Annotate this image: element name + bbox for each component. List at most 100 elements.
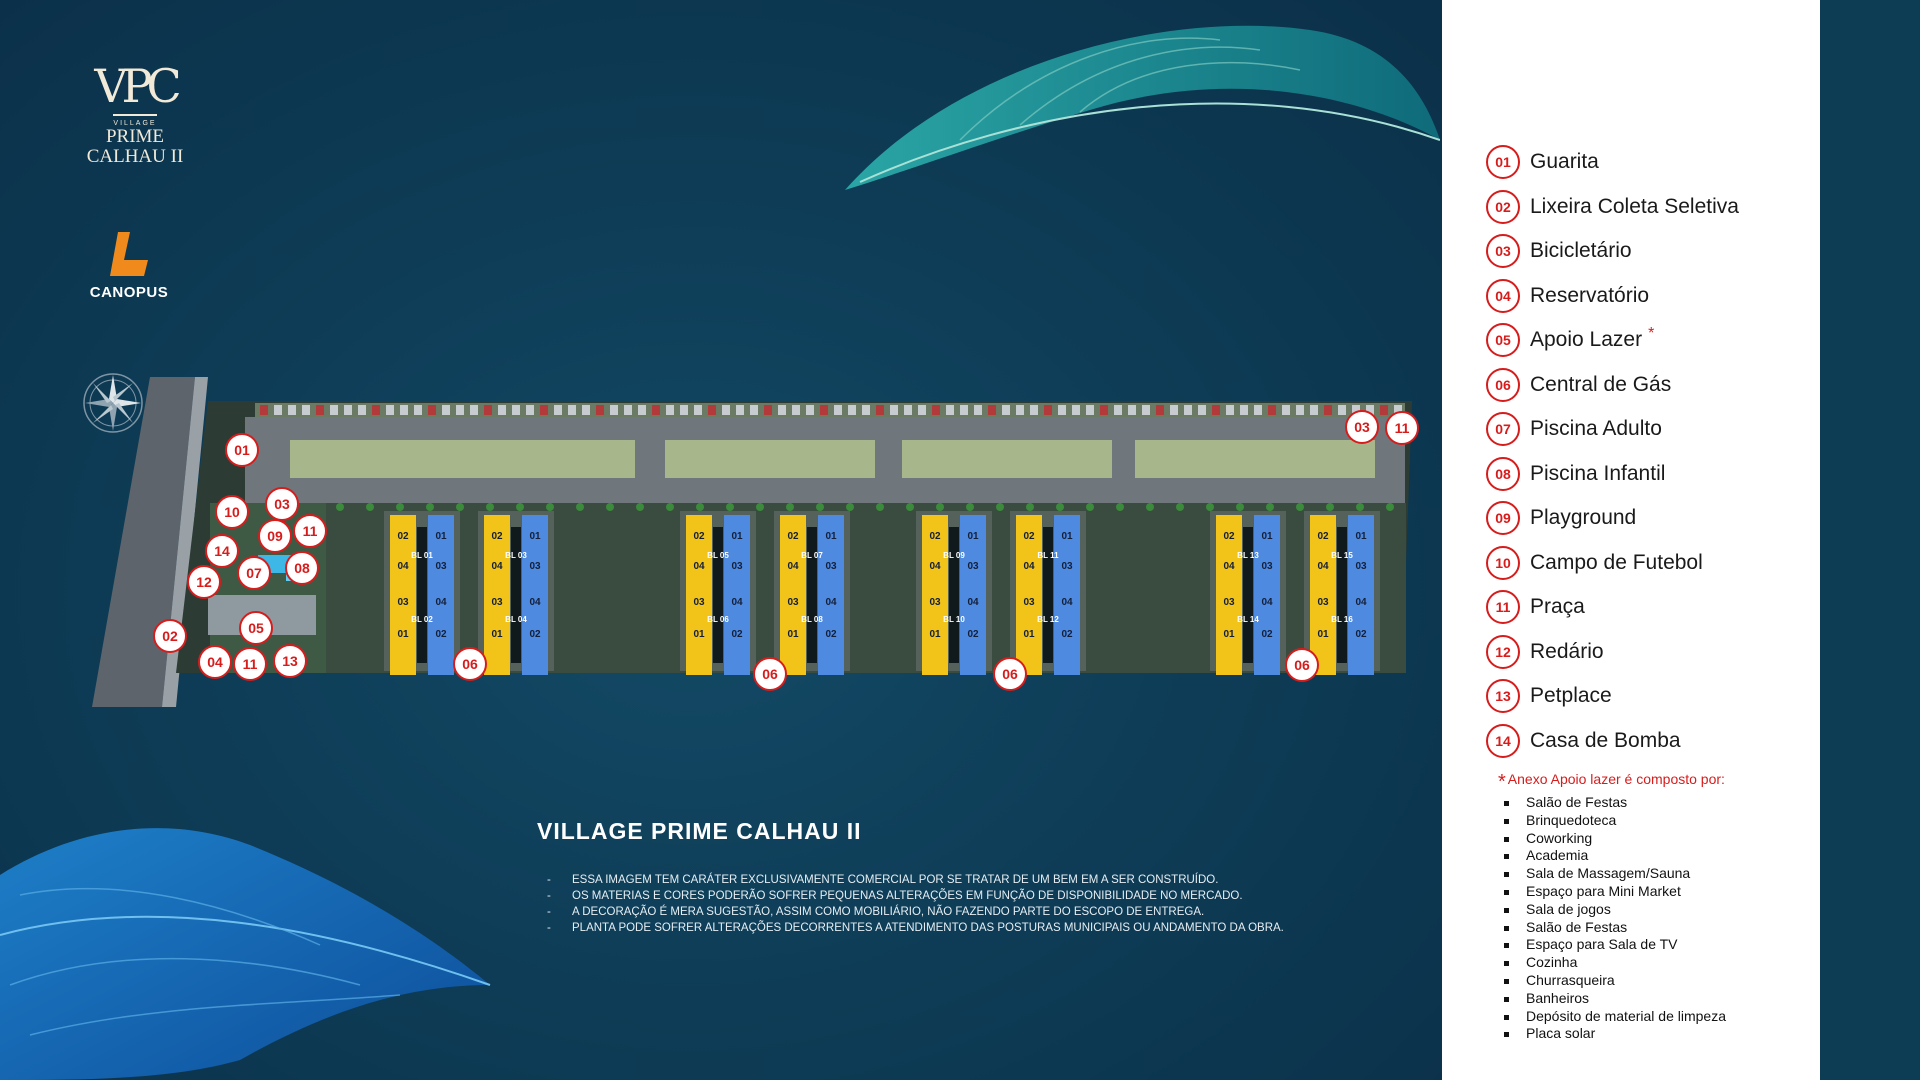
parked-car xyxy=(1268,405,1276,415)
tree xyxy=(876,503,884,511)
parked-car xyxy=(344,405,352,415)
legend-number: 11 xyxy=(1486,590,1520,625)
apartment-number: 04 xyxy=(1317,561,1329,572)
parked-car xyxy=(848,405,856,415)
disclaimer-item: OS MATERIAS E CORES PODERÃO SOFRER PEQUE… xyxy=(547,888,1387,904)
map-marker-02: 02 xyxy=(153,619,187,653)
apartment-number: 03 xyxy=(1261,561,1273,572)
map-marker-03: 03 xyxy=(265,487,299,521)
leaf-bottom-decoration xyxy=(0,828,491,1080)
map-marker-11: 11 xyxy=(233,647,267,681)
logo-title-line2: CALHAU II xyxy=(86,146,184,167)
building-core xyxy=(949,527,959,663)
map-marker-04: 04 xyxy=(198,645,232,679)
building-core xyxy=(1337,527,1347,663)
building-wing-blue xyxy=(724,595,750,675)
parked-car xyxy=(624,405,632,415)
building-wing-yellow xyxy=(922,595,948,675)
apartment-number: 03 xyxy=(967,561,979,572)
tree xyxy=(396,503,404,511)
parked-car xyxy=(1212,405,1220,415)
parked-car xyxy=(876,405,884,415)
parked-cars-top xyxy=(260,405,1402,415)
parked-car xyxy=(400,405,408,415)
canopus-mark-icon xyxy=(110,232,148,276)
tree xyxy=(1026,503,1034,511)
annex-item: Cozinha xyxy=(1502,954,1726,972)
apartment-number: 02 xyxy=(825,629,837,640)
tree xyxy=(1236,503,1244,511)
apartment-number: 02 xyxy=(1317,531,1329,542)
map-marker-10: 10 xyxy=(215,495,249,529)
parked-car xyxy=(792,405,800,415)
tree xyxy=(1296,503,1304,511)
apartment-number: 03 xyxy=(435,561,447,572)
parked-car xyxy=(1128,405,1136,415)
parked-car xyxy=(512,405,520,415)
canopus-logo: CANOPUS xyxy=(74,230,184,301)
parked-car xyxy=(582,405,590,415)
project-title: VILLAGE PRIME CALHAU II xyxy=(537,818,862,844)
apartment-number: 01 xyxy=(929,629,941,640)
apartment-number: 03 xyxy=(1355,561,1367,572)
parked-car xyxy=(1170,405,1178,415)
parked-car xyxy=(1156,405,1164,415)
apartment-number: 04 xyxy=(1223,561,1235,572)
legend-label: Redário xyxy=(1530,639,1604,663)
parked-car xyxy=(1254,405,1262,415)
building-wing-blue xyxy=(1054,515,1080,595)
building-wing-yellow xyxy=(686,515,712,595)
apartment-number: 03 xyxy=(1223,597,1235,608)
map-marker-09: 09 xyxy=(258,519,292,553)
building-wing-blue xyxy=(1348,515,1374,595)
legend-number: 13 xyxy=(1486,679,1520,714)
apartment-number: 04 xyxy=(491,561,503,572)
parked-car xyxy=(358,405,366,415)
parked-car xyxy=(442,405,450,415)
building-wing-blue xyxy=(522,595,548,675)
tree xyxy=(1086,503,1094,511)
apartment-number: 03 xyxy=(1317,597,1329,608)
map-marker-08: 08 xyxy=(285,551,319,585)
apartment-number: 02 xyxy=(1223,531,1235,542)
apartment-number: 02 xyxy=(397,531,409,542)
tree xyxy=(606,503,614,511)
building-core xyxy=(713,527,723,663)
building-wing-yellow xyxy=(780,515,806,595)
parked-car xyxy=(456,405,464,415)
apartment-number: 02 xyxy=(491,531,503,542)
legend-label: Casa de Bomba xyxy=(1530,728,1681,752)
block-label: BL 10 xyxy=(943,615,965,624)
tree xyxy=(786,503,794,511)
legend-number: 08 xyxy=(1486,456,1520,491)
tree xyxy=(1176,503,1184,511)
tree xyxy=(636,503,644,511)
tree xyxy=(666,503,674,511)
legend-number: 01 xyxy=(1486,145,1520,180)
map-marker-01: 01 xyxy=(225,433,259,467)
block-label: BL 02 xyxy=(411,615,433,624)
apartment-number: 02 xyxy=(787,531,799,542)
map-marker-06: 06 xyxy=(1285,648,1319,682)
right-edge-band xyxy=(1820,0,1920,1080)
parked-car xyxy=(1072,405,1080,415)
tree xyxy=(696,503,704,511)
map-marker-06: 06 xyxy=(993,657,1027,691)
parked-car xyxy=(694,405,702,415)
apartment-number: 01 xyxy=(967,531,979,542)
legend-label: Apoio Lazer xyxy=(1530,328,1643,352)
apartment-number: 01 xyxy=(397,629,409,640)
parked-car xyxy=(1142,405,1150,415)
parked-car xyxy=(1366,405,1374,415)
canopus-name: CANOPUS xyxy=(89,284,169,301)
apartment-number: 02 xyxy=(1261,629,1273,640)
legend-number: 06 xyxy=(1486,367,1520,402)
